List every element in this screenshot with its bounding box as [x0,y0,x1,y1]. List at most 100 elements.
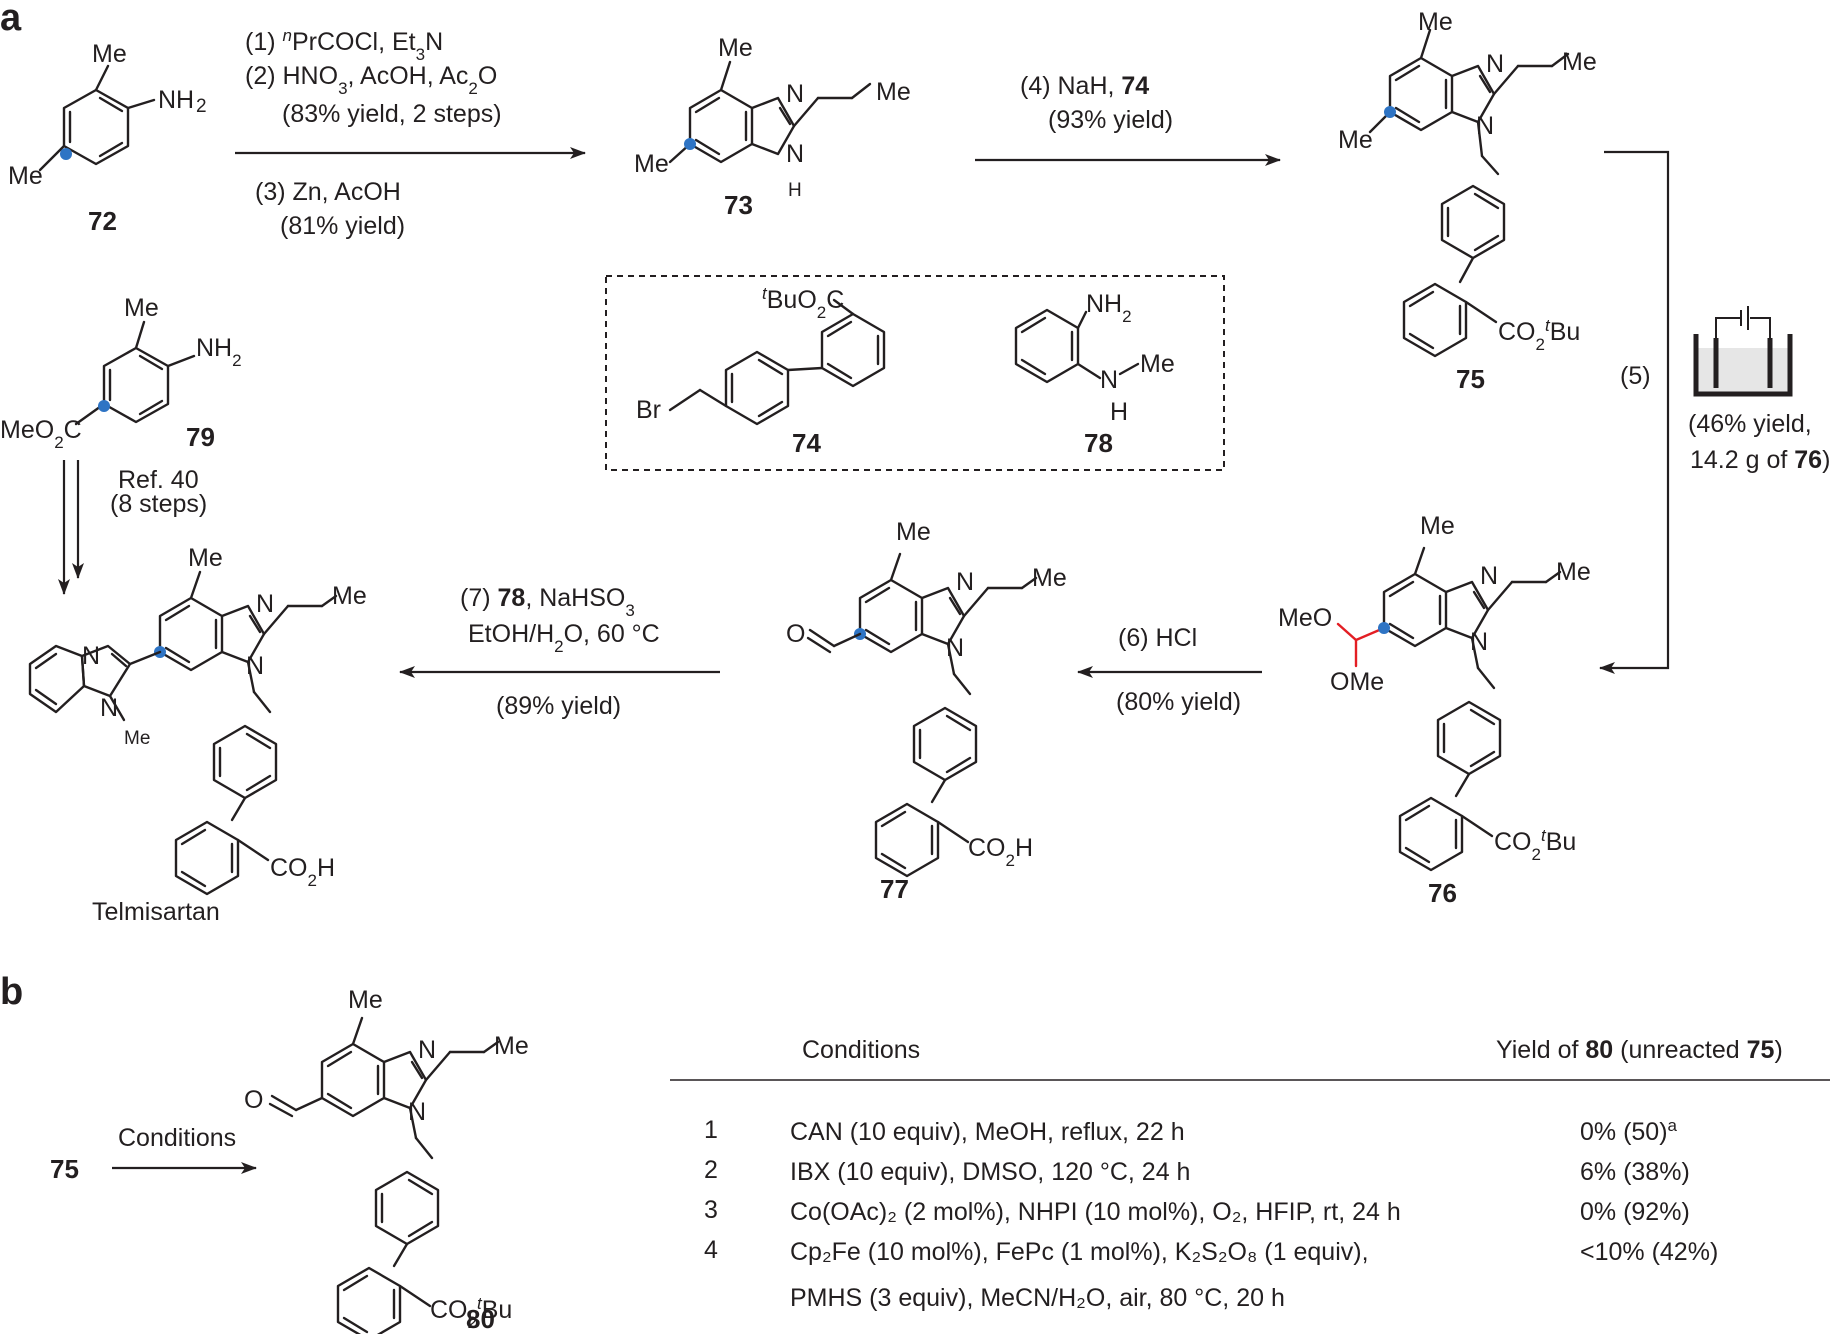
atom-n: N [1470,628,1488,656]
step5-mass: 14.2 g of [1690,446,1794,474]
atom-me: Me [718,34,753,62]
step4-compound: 74 [1121,72,1149,100]
step3-label: (3) Zn, AcOH [255,178,401,206]
label-78: 78 [1084,428,1113,458]
structure-73 [668,60,872,164]
step3-yield: (81% yield) [280,212,405,240]
table-header-conditions: Conditions [802,1036,920,1064]
structure-75 [1368,28,1570,358]
step2-reagent-end: O [478,62,497,90]
step2-reagent: , AcOH, Ac [348,62,469,90]
table-row-conditions: Cp₂Fe (10 mol%), FePc (1 mol%), K₂S₂O₈ (… [790,1238,1369,1266]
atom-me: Me [1418,8,1453,36]
atom-h: H [1110,398,1128,426]
atom-co2tbu: CO [1494,828,1532,856]
atom-me: Me [634,150,669,178]
label-75: 75 [1456,364,1485,394]
label-72: 72 [88,206,117,236]
svg-text:tBuO2C: tBuO2C [762,284,844,322]
step5-yield: (46% yield, [1688,410,1812,438]
label-73: 73 [724,190,753,220]
step7-temp: O, 60 °C [564,620,660,648]
table-row-entry: 4 [704,1236,718,1264]
atom-nh2: NH [1086,290,1122,318]
step5-label: (5) [1620,362,1651,390]
atom-n: N [100,694,118,722]
step4-yield: (93% yield) [1048,106,1173,134]
svg-text:14.2 g of 76): 14.2 g of 76) [1690,446,1830,474]
svg-text:CO2tBu: CO2tBu [1498,316,1580,354]
atom-me: Me [1562,48,1597,76]
atom-n: N [956,568,974,596]
atom-h: H [788,180,802,201]
svg-text:NH2: NH2 [1086,290,1132,326]
b-start-compound: 75 [50,1154,79,1184]
atom-br: Br [636,396,661,424]
step4-label: (4) NaH, [1020,72,1121,100]
table-row-conditions: IBX (10 equiv), DMSO, 120 °C, 24 h [790,1158,1190,1186]
step2-label: (2) HNO [245,62,338,90]
atom-n: N [256,590,274,618]
table-row-yield: 0% (92%) [1580,1198,1690,1226]
atom-n: N [946,634,964,662]
table-row-conditions: CAN (10 equiv), MeOH, reflux, 22 h [790,1118,1185,1146]
atom-me: Me [92,40,127,68]
highlight-dot-72 [60,148,72,160]
table-row-entry: 2 [704,1156,718,1184]
label-telmisartan: Telmisartan [92,898,220,926]
step1-reagent: PrCOCl, Et [292,28,416,56]
atom-me: Me [1032,564,1067,592]
structure-telmisartan [28,570,338,896]
atom-me: Me [1420,512,1455,540]
step7-compound: 78 [498,584,526,612]
atom-me: Me [8,162,43,190]
atom-n: N [786,80,804,108]
label-76: 76 [1428,878,1457,908]
atom-n: N [786,140,804,168]
atom-n: N [82,642,100,670]
step7-label: (7) [460,584,498,612]
step2-yield: (83% yield, 2 steps) [282,100,502,128]
step1-reagent-end: N [425,28,443,56]
table-row-entry: 1 [704,1116,718,1144]
atom-nh2: NH [158,86,194,114]
step6-label: (6) HCl [1118,624,1197,652]
label-74: 74 [792,428,821,458]
atom-me: Me [876,78,911,106]
atom-me: Me [494,1032,529,1060]
ref-steps: (8 steps) [110,490,207,518]
atom-me: Me [124,294,159,322]
table-row-conditions-cont: PMHS (3 equiv), MeCN/H₂O, air, 80 °C, 20… [790,1284,1285,1312]
step1-label: (1) [245,28,283,56]
atom-n: N [246,652,264,680]
table-header-yield: Yield of 80 (unreacted 75) [1496,1036,1783,1064]
conditions-table: Conditions Yield of 80 (unreacted 75) 1 … [670,1036,1830,1312]
structure-79 [74,320,196,426]
atom-o: O [244,1086,263,1114]
atom-co2tbu: CO [430,1296,468,1324]
atom-n: N [1476,112,1494,140]
panel-label-a: a [0,0,22,39]
atom-me: Me [348,986,383,1014]
atom-co2h: CO [270,854,308,882]
atom-o: O [786,620,805,648]
atom-me: Me [1140,350,1175,378]
atom-ome: OMe [1330,668,1384,696]
atom-tbuo2c: BuO [767,286,817,314]
structure-76 [1336,546,1562,872]
svg-text:2: 2 [196,96,207,117]
highlight-dot-73 [684,138,696,150]
structure-80 [268,1016,500,1334]
step7-solvent: EtOH/H [468,620,554,648]
atom-me: Me [124,728,150,749]
structure-78 [1014,308,1140,384]
atom-n: N [418,1036,436,1064]
atom-me: Me [1556,558,1591,586]
atom-me: Me [332,582,367,610]
step6-yield: (80% yield) [1116,688,1241,716]
atom-me: Me [188,544,223,572]
atom-co2h: CO [968,834,1006,862]
structure-74 [668,298,886,426]
atom-n: N [1486,50,1504,78]
step7-reagent: , NaHSO [525,584,625,612]
